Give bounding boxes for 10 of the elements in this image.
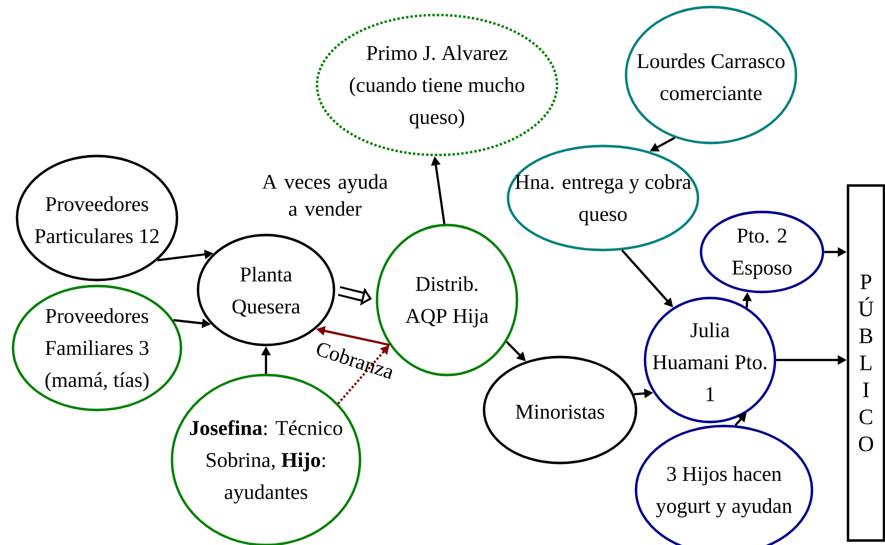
vertical-box: PÚBLICO	[846, 184, 885, 542]
ellipse-node: Pto. 2 Esposo	[700, 210, 824, 294]
ellipse-node: Primo J. Alvarez (cuando tiene mucho queso)	[316, 14, 558, 156]
ellipse-node: Proveedores Familiares 3 (mamá, tías)	[12, 284, 182, 412]
ellipse-node: Lourdes Carrasco comerciante	[624, 6, 798, 144]
ellipse-node: Minoristas	[482, 356, 638, 464]
edge-label: A veces ayuda a vender	[262, 174, 388, 216]
ellipse-node: Proveedores Particulares 12	[16, 154, 178, 282]
ellipse-node: Julia Huamani Pto. 1	[644, 296, 776, 424]
ellipse-node: Hna. entrega y cobra queso	[506, 144, 700, 252]
